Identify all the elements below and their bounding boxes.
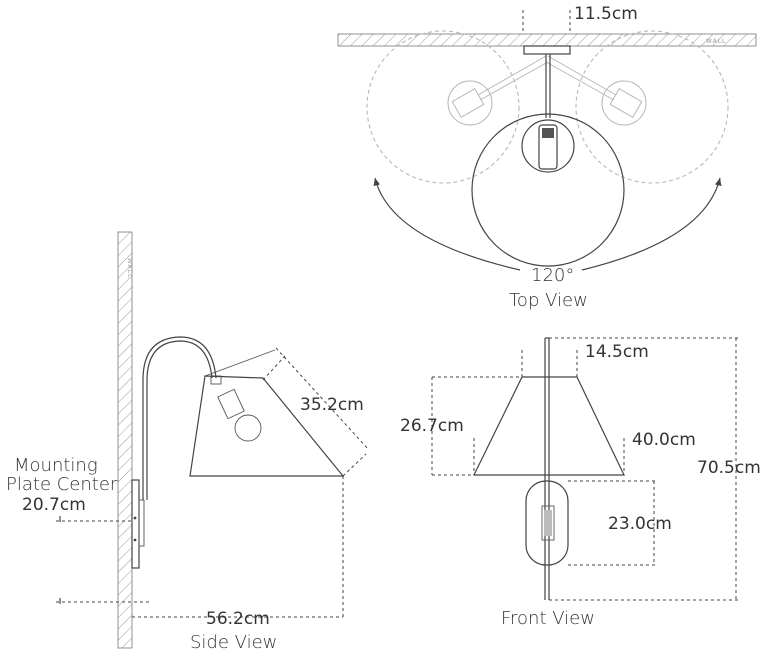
ghost-shade-left bbox=[366, 30, 520, 184]
top-wall-label: WALL bbox=[706, 38, 726, 45]
front-backplate bbox=[525, 480, 569, 566]
ghost-shade-right bbox=[575, 30, 729, 184]
side-wall bbox=[117, 231, 133, 649]
top-mount-block bbox=[523, 45, 571, 55]
front-view-title: Front View bbox=[501, 608, 595, 629]
side-bulb bbox=[234, 414, 262, 442]
side-projection-dim: 56.2cm bbox=[206, 609, 270, 629]
side-backplate bbox=[131, 479, 140, 569]
side-view: WALL 35.2cm Mounting Plate Center 20.7cm bbox=[6, 231, 370, 653]
mounting-label-1: Mounting bbox=[14, 455, 98, 476]
side-wall-label: WALL bbox=[126, 258, 133, 278]
front-bottom-dim: 40.0cm bbox=[632, 430, 696, 450]
front-shade-height-dim: 26.7cm bbox=[400, 416, 464, 436]
front-top-dim: 14.5cm bbox=[585, 342, 649, 362]
rotation-arc bbox=[373, 177, 521, 271]
front-plate-dim: 23.0cm bbox=[608, 514, 672, 534]
top-view: WALL 11.5cm 120° Top View bbox=[337, 4, 757, 311]
top-shade bbox=[471, 113, 625, 267]
side-slant-dim: 35.2cm bbox=[300, 395, 364, 415]
mounting-label-2: Plate Center bbox=[6, 474, 118, 495]
front-view: 14.5cm 26.7cm 40.0cm 23.0cm 70.5cm Front… bbox=[400, 337, 761, 629]
top-cap bbox=[521, 119, 575, 173]
top-view-title: Top View bbox=[509, 290, 588, 311]
side-view-title: Side View bbox=[190, 632, 277, 653]
top-depth-dim: 11.5cm bbox=[574, 4, 638, 24]
top-wall bbox=[337, 33, 757, 47]
front-overall-dim: 70.5cm bbox=[697, 458, 761, 478]
side-socket bbox=[217, 388, 245, 420]
mounting-height-dim: 20.7cm bbox=[22, 495, 86, 515]
side-shade bbox=[189, 375, 345, 477]
rotation-angle: 120° bbox=[531, 265, 574, 286]
side-arm bbox=[142, 336, 217, 500]
